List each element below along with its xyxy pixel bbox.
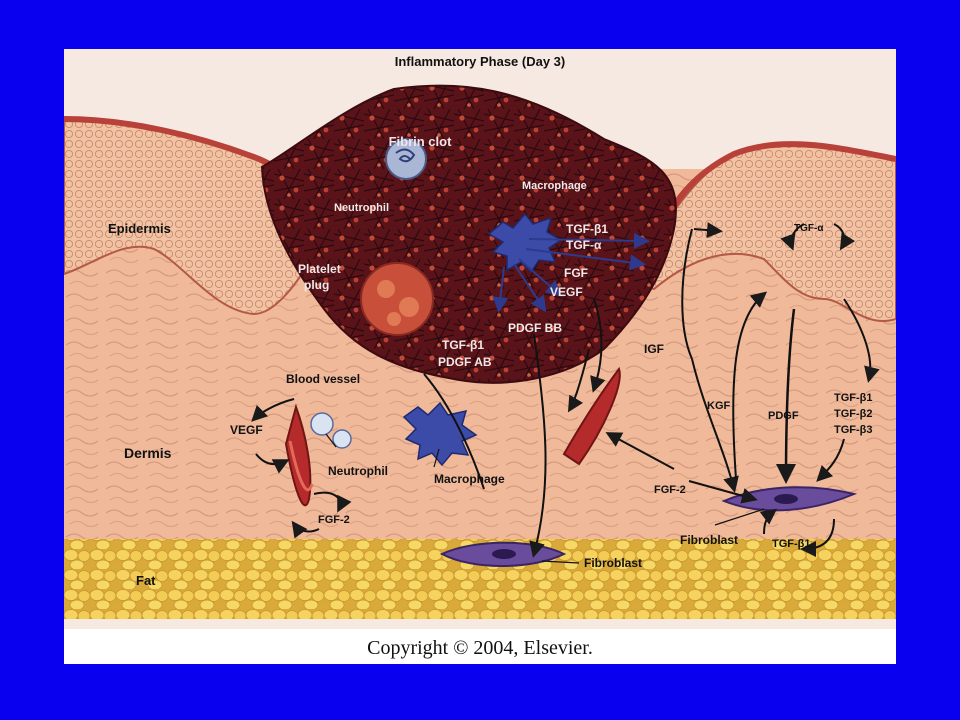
label-platelet-2: plug: [304, 278, 329, 292]
label-vegf-left: VEGF: [230, 423, 263, 437]
copyright-text: Copyright © 2004, Elsevier.: [367, 637, 593, 659]
label-neutrophil-dermis: Neutrophil: [328, 464, 388, 478]
label-fat: Fat: [136, 573, 156, 588]
label-pdgf-ab: PDGF AB: [438, 355, 492, 369]
slide-frame: Inflammatory Phase (Day 3) Fibrin clot N…: [64, 49, 896, 664]
wound-healing-diagram: Inflammatory Phase (Day 3) Fibrin clot N…: [64, 49, 896, 629]
label-fgf2-right: FGF-2: [654, 484, 686, 496]
label-tgf-b1-mid: TGF-β1: [442, 338, 484, 352]
macrophage-clot-cell: [487, 212, 563, 274]
label-fgf2-left: FGF-2: [318, 514, 350, 526]
label-epidermis: Epidermis: [108, 221, 171, 236]
label-kgf: KGF: [707, 400, 731, 412]
label-pdgf-bb: PDGF BB: [508, 321, 562, 335]
platelet-plug: [360, 262, 434, 336]
label-neutrophil-clot: Neutrophil: [334, 202, 389, 214]
label-tgf-b1-right: TGF-β1: [834, 392, 873, 404]
label-fibroblast-bottom: Fibroblast: [584, 556, 642, 570]
label-tgf-a-right: TGF-α: [794, 223, 824, 234]
label-blood-vessel: Blood vessel: [286, 372, 360, 386]
label-tgf-b3-right: TGF-β3: [834, 424, 873, 436]
figure-title: Inflammatory Phase (Day 3): [395, 54, 566, 69]
macrophage-dermis-cell: [402, 401, 478, 467]
label-pdgf-right: PDGF: [768, 410, 799, 422]
label-tgf-a-top: TGF-α: [566, 238, 602, 252]
label-macrophage-dermis: Macrophage: [434, 472, 505, 486]
blood-vessel-left: [284, 403, 312, 507]
blood-vessel-right: [562, 366, 621, 466]
label-tgf-b1-top: TGF-β1: [566, 222, 608, 236]
label-macrophage-clot: Macrophage: [522, 180, 587, 192]
label-tgf-b2-right: TGF-β2: [834, 408, 873, 420]
label-fibroblast-right: Fibroblast: [680, 533, 738, 547]
neutrophil-clot-cell: [385, 138, 427, 180]
label-tgf-b1-bottom: TGF-β1: [772, 538, 811, 550]
label-platelet-1: Platelet: [298, 262, 341, 276]
label-fgf: FGF: [564, 266, 588, 280]
label-vegf-center: VEGF: [550, 285, 583, 299]
label-fibrin-clot: Fibrin clot: [389, 134, 453, 149]
label-igf: IGF: [644, 342, 664, 356]
neutrophil-dermis-cell: [310, 412, 334, 436]
label-dermis: Dermis: [124, 445, 172, 461]
